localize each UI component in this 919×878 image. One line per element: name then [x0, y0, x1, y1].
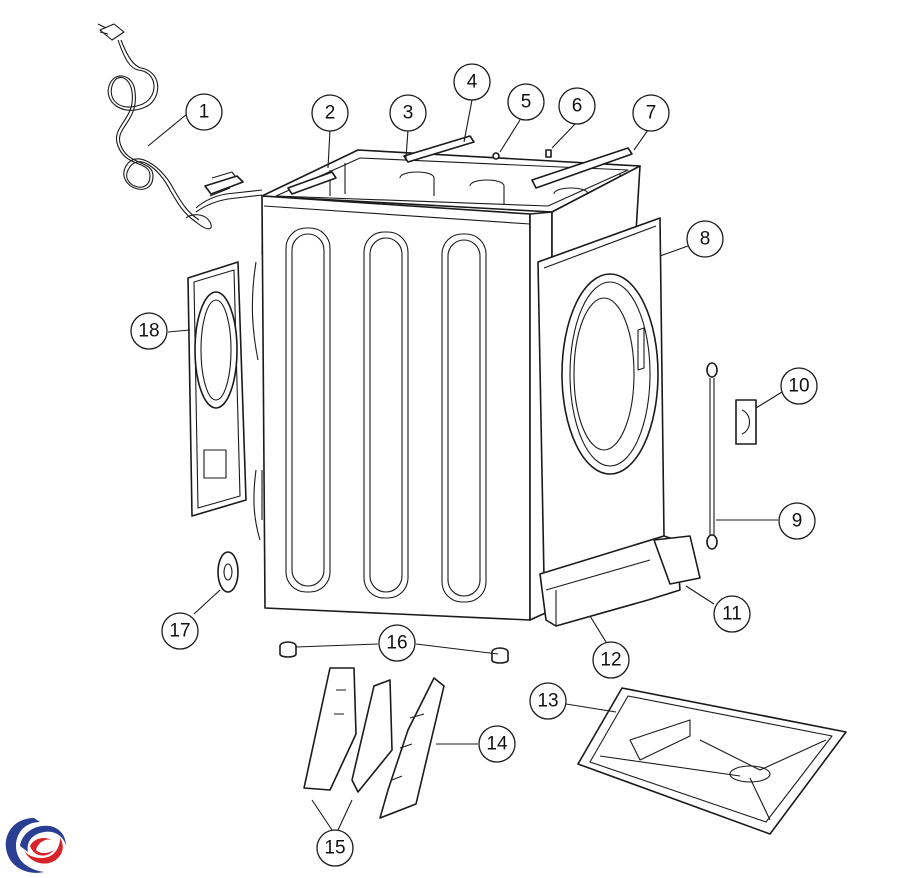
svg-text:8: 8	[700, 229, 711, 250]
rear-panel-part	[187, 261, 247, 517]
svg-text:17: 17	[169, 621, 190, 642]
callout-12: 12	[592, 641, 630, 679]
callout-14: 14	[478, 725, 516, 763]
callout-8: 8	[686, 220, 724, 258]
svg-text:13: 13	[537, 691, 558, 712]
callout-3: 3	[389, 94, 427, 132]
power-cord-part	[97, 23, 263, 230]
svg-text:18: 18	[138, 321, 159, 342]
svg-text:1: 1	[199, 102, 210, 123]
callout-16: 16	[378, 624, 416, 662]
top-rails-part	[287, 135, 633, 195]
base-frame-part	[577, 687, 847, 835]
svg-text:6: 6	[572, 96, 583, 117]
svg-text:14: 14	[486, 734, 508, 755]
svg-text:2: 2	[325, 103, 336, 124]
callout-11: 11	[713, 595, 751, 633]
leader-lines	[147, 99, 783, 831]
cabinet-body	[251, 149, 641, 621]
callout-13: 13	[529, 682, 567, 720]
svg-text:4: 4	[467, 72, 478, 93]
callout-4: 4	[453, 63, 491, 101]
callout-9: 9	[778, 502, 816, 540]
callout-6: 6	[558, 87, 596, 125]
washer-part	[217, 551, 239, 593]
callout-18: 18	[130, 312, 168, 350]
callout-2: 2	[311, 94, 349, 132]
kick-plate-part	[539, 535, 701, 627]
svg-text:15: 15	[324, 838, 345, 859]
callout-10: 10	[780, 367, 818, 405]
brackets-part	[303, 667, 445, 819]
front-panel-part	[537, 217, 665, 579]
svg-text:9: 9	[792, 511, 803, 532]
callout-15: 15	[316, 829, 354, 867]
svg-text:5: 5	[521, 92, 532, 113]
svg-text:10: 10	[788, 376, 809, 397]
callout-17: 17	[161, 612, 199, 650]
svg-text:3: 3	[403, 103, 414, 124]
callout-7: 7	[632, 94, 670, 132]
callout-5: 5	[507, 83, 545, 121]
callout-1: 1	[185, 93, 223, 131]
svg-text:16: 16	[386, 633, 407, 654]
cable-part	[706, 362, 718, 550]
svg-text:7: 7	[646, 103, 657, 124]
svg-text:11: 11	[722, 604, 742, 625]
hinge-bracket-part	[735, 399, 757, 445]
svg-text:12: 12	[600, 650, 621, 671]
brand-swirl-icon	[5, 818, 66, 873]
feet-part	[279, 641, 509, 664]
